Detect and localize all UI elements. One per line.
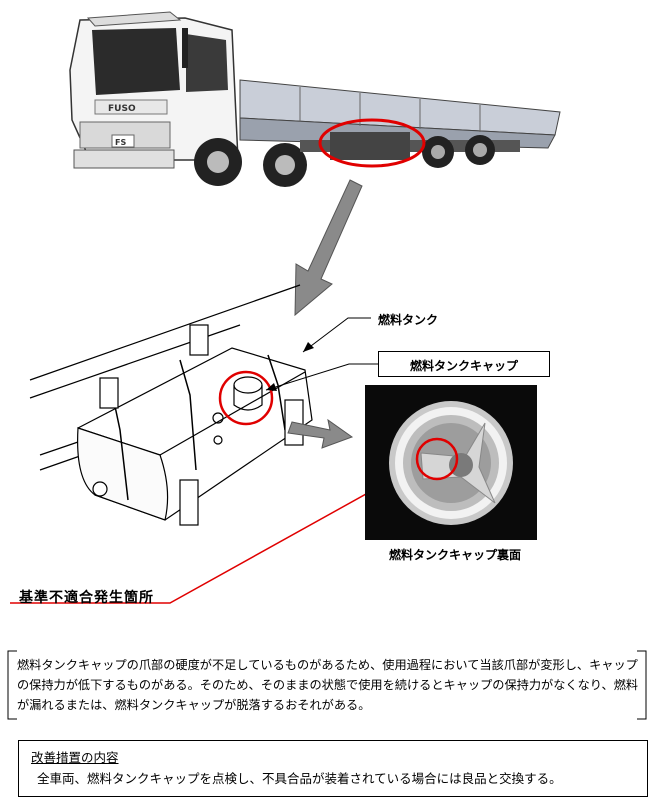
fuel-tank-cap-label-box: 燃料タンクキャップ xyxy=(378,351,550,377)
fuel-tank-cap-label: 燃料タンクキャップ xyxy=(409,359,518,373)
svg-text:FUSO: FUSO xyxy=(108,104,136,114)
defect-description-text: 燃料タンクキャップの爪部の硬度が不足しているものがあるため、使用過程において当該… xyxy=(17,658,639,712)
remedy-title: 改善措置の内容 xyxy=(31,750,119,765)
down-arrow-icon xyxy=(294,179,363,317)
right-arrow-icon xyxy=(287,418,354,449)
svg-text:FS: FS xyxy=(115,138,126,147)
remedy-text: 全車両、燃料タンクキャップを点検し、不具合品が装着されている場合には良品と交換す… xyxy=(37,771,562,786)
cap-underside-photo xyxy=(365,385,537,540)
cap-underside-label: 燃料タンクキャップ裏面 xyxy=(389,548,522,562)
truck-illustration: FUSO FS xyxy=(69,11,561,187)
remedy-box: 改善措置の内容 全車両、燃料タンクキャップを点検し、不具合品が装着されている場合… xyxy=(18,740,648,797)
defect-description-box: 燃料タンクキャップの爪部の硬度が不足しているものがあるため、使用過程において当該… xyxy=(7,650,647,720)
cap-highlight-circle xyxy=(218,370,274,426)
claw-highlight-circle xyxy=(415,437,459,481)
defect-location-label: 基準不適合発生箇所 xyxy=(19,590,154,606)
recall-figure: FUSO FS xyxy=(10,11,561,606)
fuel-tank-label: 燃料タンク xyxy=(378,313,439,327)
fuel-tank-drawing xyxy=(29,284,313,526)
